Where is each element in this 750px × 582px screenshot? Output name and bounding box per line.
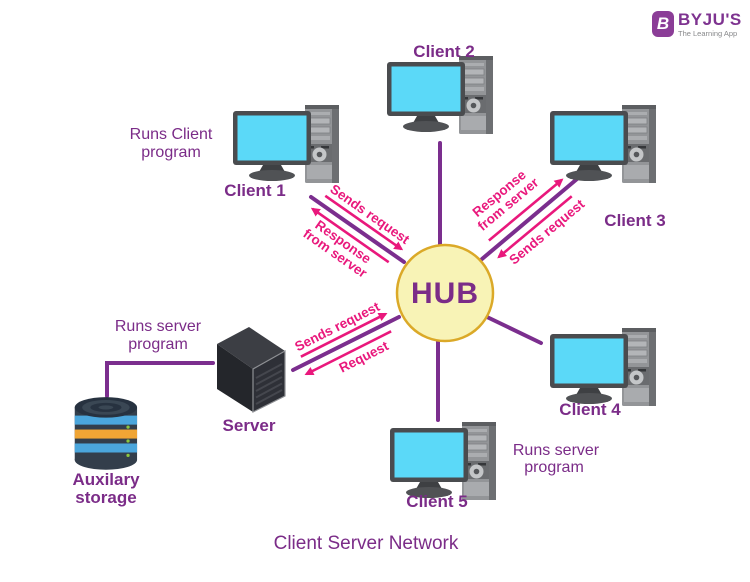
client1-response-arrow <box>310 207 390 264</box>
client3-sends-request-arrow <box>497 195 573 259</box>
auxiliary-storage-icon <box>74 397 138 470</box>
client5-label: Client 5 <box>406 492 467 511</box>
client3-computer-icon <box>549 104 657 184</box>
client3-response-arrow <box>488 178 564 242</box>
server-tower-icon <box>216 326 286 413</box>
client5-note-line2: program <box>524 459 584 476</box>
hub-label: HUB <box>411 277 479 310</box>
server-label: Server <box>223 416 276 435</box>
hub-client4-line <box>485 315 543 345</box>
client3-label: Client 3 <box>604 211 665 230</box>
storage-label-line1: Auxilary <box>72 470 140 489</box>
storage-label-line2: storage <box>75 488 136 507</box>
client4-computer-icon <box>549 327 657 407</box>
client1-computer-icon <box>232 104 340 184</box>
client3-hub-flow: Response from server Sends request <box>470 167 588 268</box>
client2-label: Client 2 <box>413 42 474 61</box>
hub-circle <box>395 243 495 343</box>
client4-label: Client 4 <box>559 400 621 419</box>
byjus-badge-icon: B <box>652 11 674 37</box>
brand-logo: B BYJU'S The Learning App <box>652 11 742 38</box>
hub-client1-line <box>309 195 406 264</box>
client1-note-line2: program <box>141 144 201 161</box>
server-note-line2: program <box>128 336 188 353</box>
brand-tagline: The Learning App <box>678 29 738 38</box>
client1-label: Client 1 <box>224 181 285 200</box>
client5-computer-icon <box>389 421 497 501</box>
server-sends-request-arrow <box>300 312 388 358</box>
hub-server-line <box>291 315 401 372</box>
brand-name: BYJU'S <box>678 10 742 29</box>
client1-note-line1: Runs Client <box>130 126 213 143</box>
storage-server-connector <box>105 361 215 398</box>
diagram-title: Client Server Network <box>274 533 459 554</box>
server-note-line1: Runs server <box>115 318 202 335</box>
client1-sends-request-arrow <box>324 194 404 251</box>
hub-client3-line <box>480 177 579 261</box>
server-request-arrow <box>304 330 392 376</box>
client5-note-line1: Runs server <box>513 442 600 459</box>
client2-computer-icon <box>386 55 494 135</box>
